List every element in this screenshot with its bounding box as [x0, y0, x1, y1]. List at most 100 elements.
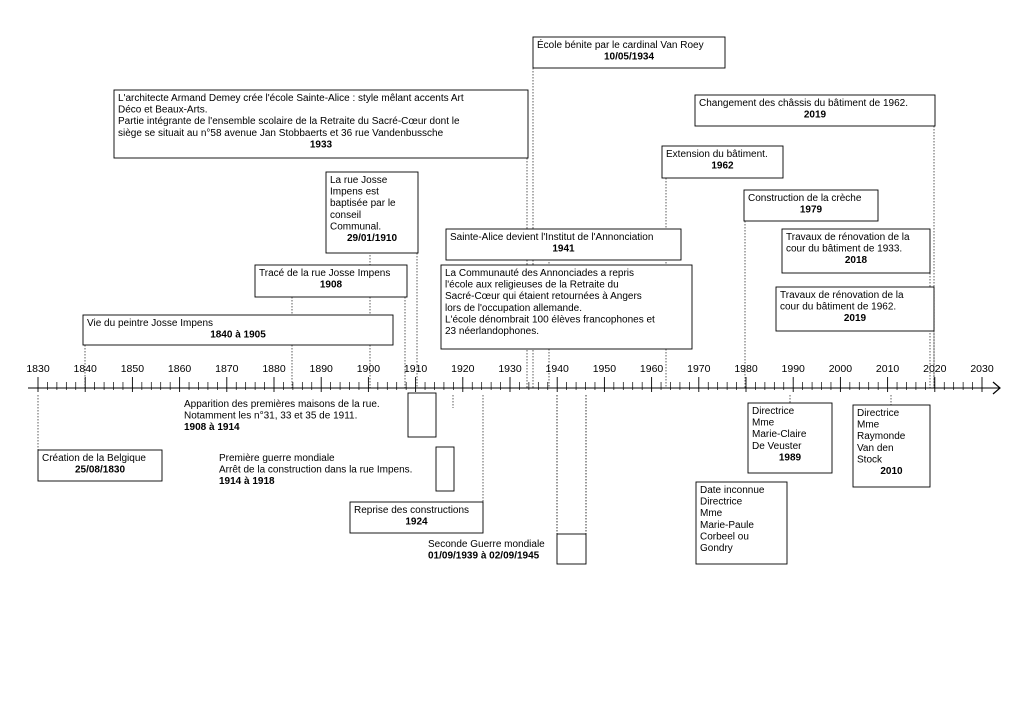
event-text: Extension du bâtiment. [666, 149, 768, 160]
event-text: Directrice [857, 408, 900, 419]
ev-extension-box: Extension du bâtiment.1962 [661, 145, 784, 179]
event-text: siège se situait au n°58 avenue Jan Stob… [118, 128, 444, 139]
event-text: Notamment les n°31, 33 et 35 de 1911. [184, 411, 357, 422]
year-label: 1960 [640, 363, 664, 375]
event-date: 1914 à 1918 [219, 476, 275, 487]
year-label: 1860 [168, 363, 192, 375]
event-text: L'architecte Armand Demey crée l'école S… [118, 93, 464, 104]
event-text: Directrice [700, 497, 743, 508]
event-text: Reprise des constructions [354, 505, 469, 516]
axis-arrow-icon [992, 381, 1001, 395]
event-date: 10/05/1934 [604, 52, 654, 63]
event-frame [254, 264, 408, 298]
event-text: Raymonde [857, 431, 906, 442]
ev-benite-box: École bénite par le cardinal Van Roey10/… [532, 36, 726, 69]
event-text: lors de l'occupation allemande. [445, 303, 582, 314]
year-label: 1950 [593, 363, 617, 375]
event-frame [440, 264, 693, 350]
span-1939-1945 [556, 533, 587, 565]
event-text: Communal. [330, 221, 381, 232]
event-text: 23 néerlandophones. [445, 326, 539, 337]
event-text: Déco et Beaux-Arts. [118, 105, 207, 116]
year-label: 2030 [970, 363, 994, 375]
event-frame [661, 145, 784, 179]
year-label: 1930 [498, 363, 522, 375]
ev-chassis-box: Changement des châssis du bâtiment de 19… [694, 94, 936, 127]
event-date: 1979 [800, 205, 823, 216]
event-text: École bénite par le cardinal Van Roey [537, 38, 704, 51]
event-date: 1989 [779, 452, 802, 463]
event-frame [532, 36, 726, 69]
year-label: 1870 [215, 363, 239, 375]
event-frame [82, 314, 394, 346]
event-text: Marie-Paule [700, 520, 754, 531]
event-text: Seconde Guerre mondiale [428, 539, 545, 550]
event-text: Impens est [330, 187, 379, 198]
event-text: Sainte-Alice devient l'Institut de l'Ann… [450, 232, 653, 243]
event-text: Stock [857, 454, 883, 465]
event-date: 2018 [845, 255, 868, 266]
event-text: l'école aux religieuses de la Retraite d… [445, 280, 619, 291]
ev-maisons-box: Apparition des premières maisons de la r… [184, 399, 380, 433]
year-label: 1970 [687, 363, 711, 375]
event-date: 1962 [711, 161, 734, 172]
event-date: 1933 [310, 139, 333, 150]
event-frame [325, 171, 419, 254]
event-frame [37, 449, 163, 482]
event-text: Corbeel ou [700, 531, 749, 542]
event-frame [852, 404, 931, 488]
event-text: Directrice [752, 406, 795, 417]
event-text: Mme [857, 420, 880, 431]
year-label: 1880 [262, 363, 286, 375]
event-frame [694, 94, 936, 127]
event-date: 2019 [844, 313, 867, 324]
year-label: 2000 [829, 363, 853, 375]
event-text: Travaux de rénovation de la [780, 290, 904, 301]
event-date: 29/01/1910 [347, 233, 397, 244]
year-label: 1900 [357, 363, 381, 375]
event-text: Mme [700, 508, 723, 519]
event-date: 1840 à 1905 [210, 330, 266, 341]
event-text: Date inconnue [700, 485, 765, 496]
event-text: Tracé de la rue Josse Impens [259, 268, 390, 279]
event-text: De Veuster [752, 441, 802, 452]
event-text: cour du bâtiment de 1962. [780, 302, 896, 313]
event-text: Travaux de rénovation de la [786, 232, 910, 243]
period-spans [407, 392, 587, 565]
event-text: Construction de la crèche [748, 193, 862, 204]
year-label: 1850 [121, 363, 145, 375]
event-text: La rue Josse [330, 175, 388, 186]
year-label: 1990 [782, 363, 806, 375]
event-frame [695, 481, 788, 565]
event-frame [349, 501, 484, 534]
event-text: Marie-Claire [752, 429, 807, 440]
event-date: 1941 [552, 244, 575, 255]
event-text: Van den [857, 443, 894, 454]
event-date: 2010 [880, 466, 903, 477]
event-frame [747, 402, 833, 474]
event-date: 25/08/1830 [75, 465, 125, 476]
event-text: Sacré-Cœur qui étaient retournées à Ange… [445, 291, 642, 302]
year-label: 1910 [404, 363, 428, 375]
event-date: 2019 [804, 110, 827, 121]
event-frame [781, 228, 931, 274]
event-frame [743, 189, 879, 222]
ev-demey-box: L'architecte Armand Demey crée l'école S… [113, 89, 529, 159]
year-label: 2020 [923, 363, 947, 375]
year-label: 1940 [546, 363, 570, 375]
event-frame [445, 228, 682, 261]
year-label: 1890 [310, 363, 334, 375]
event-text: Création de la Belgique [42, 453, 146, 464]
event-text: cour du bâtiment de 1933. [786, 244, 902, 255]
